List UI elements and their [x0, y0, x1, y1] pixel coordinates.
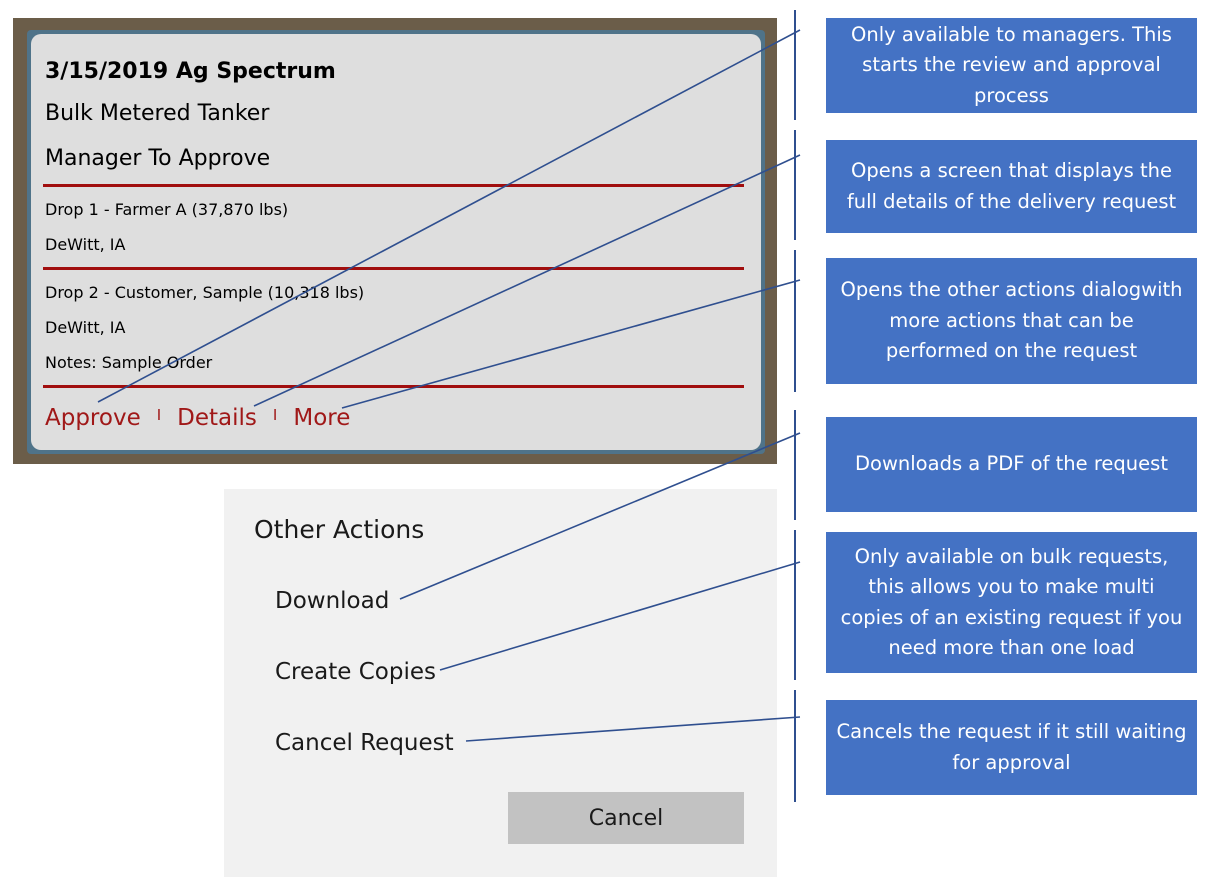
- callout-more: Opens the other actions dialogwith more …: [826, 258, 1197, 384]
- drop-2-name: Drop 2 - Customer, Sample (10,318 lbs): [45, 283, 365, 302]
- card-actions: Approve I Details I More: [45, 405, 350, 431]
- callout-details-text: Opens a screen that displays the full de…: [846, 159, 1177, 213]
- callout-download: Downloads a PDF of the request: [826, 417, 1197, 512]
- action-separator: I: [156, 406, 162, 424]
- details-link[interactable]: Details: [177, 405, 257, 431]
- callout-separator-line: [794, 530, 796, 680]
- callout-approve-text: Only available to managers. This starts …: [851, 22, 1172, 107]
- download-action[interactable]: Download: [275, 588, 390, 614]
- callout-separator-line: [794, 10, 796, 120]
- drop-1-name: Drop 1 - Farmer A (37,870 lbs): [45, 200, 289, 219]
- request-load-type: Bulk Metered Tanker: [45, 101, 270, 126]
- drop-1-location: DeWitt, IA: [45, 235, 126, 254]
- callout-more-text: Opens the other actions dialogwith more …: [840, 278, 1183, 363]
- callout-separator-line: [794, 410, 796, 520]
- action-separator: I: [272, 406, 278, 424]
- callout-separator-line: [794, 690, 796, 802]
- request-status: Manager To Approve: [45, 146, 271, 171]
- callout-details: Opens a screen that displays the full de…: [826, 140, 1197, 233]
- more-link[interactable]: More: [293, 405, 351, 431]
- drop-2-notes: Notes: Sample Order: [45, 353, 213, 372]
- request-card-frame: 3/15/2019 Ag Spectrum Bulk Metered Tanke…: [13, 18, 777, 464]
- other-actions-dialog: Other Actions Download Create Copies Can…: [224, 489, 777, 877]
- callout-cancel-request: Cancels the request if it still waiting …: [826, 700, 1197, 795]
- cancel-button[interactable]: Cancel: [508, 792, 744, 844]
- dialog-title: Other Actions: [254, 515, 425, 544]
- create-copies-action[interactable]: Create Copies: [275, 659, 436, 685]
- callout-create-copies: Only available on bulk requests, this al…: [826, 532, 1197, 673]
- drop-2-location: DeWitt, IA: [45, 318, 126, 337]
- divider: [43, 184, 744, 187]
- callout-separator-line: [794, 250, 796, 392]
- callout-separator-line: [794, 130, 796, 240]
- request-title: 3/15/2019 Ag Spectrum: [45, 59, 336, 84]
- callout-cancel-request-text: Cancels the request if it still waiting …: [836, 720, 1187, 774]
- approve-link[interactable]: Approve: [45, 405, 141, 431]
- request-card: 3/15/2019 Ag Spectrum Bulk Metered Tanke…: [31, 34, 761, 450]
- callout-download-text: Downloads a PDF of the request: [855, 452, 1168, 476]
- callout-approve: Only available to managers. This starts …: [826, 18, 1197, 113]
- request-card-border: 3/15/2019 Ag Spectrum Bulk Metered Tanke…: [27, 30, 765, 454]
- cancel-request-action[interactable]: Cancel Request: [275, 730, 454, 756]
- divider: [43, 385, 744, 388]
- callout-create-copies-text: Only available on bulk requests, this al…: [840, 544, 1183, 660]
- divider: [43, 267, 744, 270]
